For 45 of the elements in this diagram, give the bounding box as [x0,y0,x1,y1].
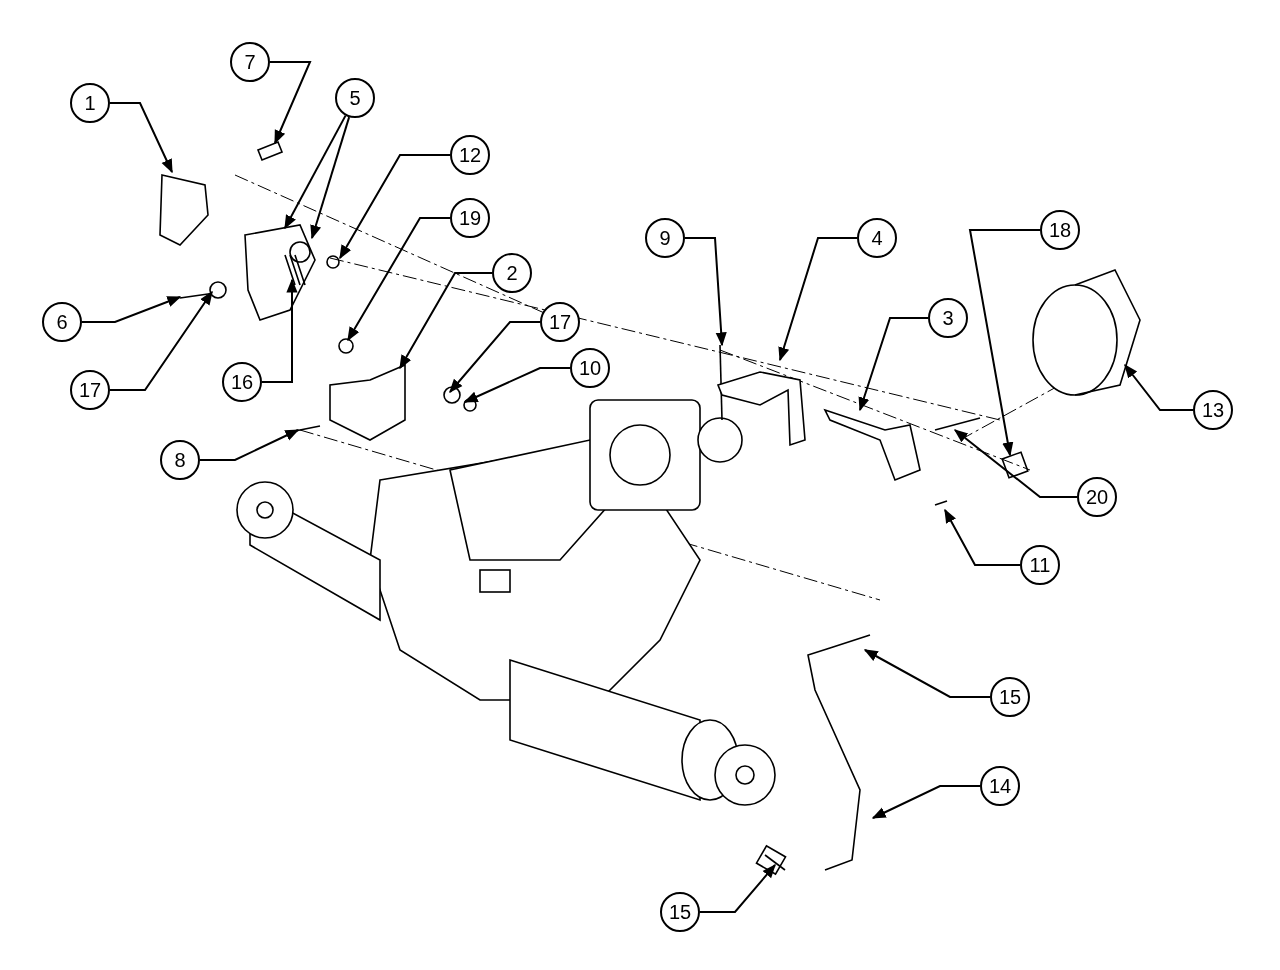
callout-number: 18 [1040,210,1080,250]
leader-line [109,102,173,174]
leader-line [684,237,727,347]
leader-line [109,290,213,391]
leader-line [953,429,1078,498]
leader-line [944,508,1021,566]
callout-number: 17 [540,302,580,342]
callout-number: 1 [70,83,110,123]
leader-line [399,272,493,370]
callout-number: 11 [1020,545,1060,585]
leader-line [968,229,1041,457]
leader-line [81,296,182,323]
leader-line [199,429,300,461]
leader-line [463,367,571,403]
callout-number: 7 [230,42,270,82]
callout-number: 19 [450,198,490,238]
leader-line [863,649,991,698]
leader-line [871,785,981,819]
callout-number: 20 [1077,477,1117,517]
leader-line [269,61,312,145]
callout-number: 15 [990,677,1030,717]
callout-number: 6 [42,302,82,342]
callout-number: 2 [492,253,532,293]
callout-number: 3 [928,298,968,338]
leader-line [858,317,929,412]
callout-number: 5 [335,78,375,118]
callout-number: 10 [570,348,610,388]
leader-line [310,116,351,240]
callout-number: 8 [160,440,200,480]
leader-line [339,154,451,260]
leader-line [347,217,451,342]
callout-number: 9 [645,218,685,258]
leader-line [699,863,776,913]
callout-number: 12 [450,135,490,175]
leader-line [261,278,298,383]
callout-number: 13 [1193,390,1233,430]
leader-line [778,237,858,362]
leader-line [284,114,347,230]
leader-line [1124,363,1194,411]
callout-number: 17 [70,370,110,410]
leader-line [449,321,541,394]
callout-number: 15 [660,892,700,932]
callout-number: 16 [222,362,262,402]
callout-number: 4 [857,218,897,258]
callout-number: 14 [980,766,1020,806]
